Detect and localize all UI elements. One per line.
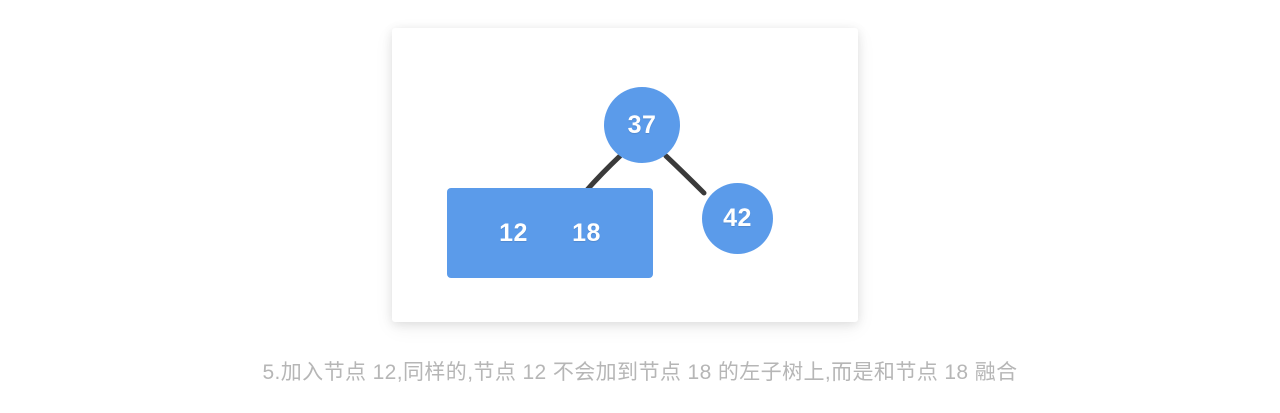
tree-node-42[interactable]: 42 <box>702 183 773 254</box>
tree-node-label-18: 18 <box>572 218 601 247</box>
figure-card: 12 18 37 42 <box>392 28 858 322</box>
tree-edges-canvas <box>583 153 707 196</box>
edge-37-to-12-18 <box>583 153 623 194</box>
tree-node-37[interactable]: 37 <box>604 87 680 163</box>
figure-caption: 5.加入节点 12,同样的,节点 12 不会加到节点 18 的左子树上,而是和节… <box>262 361 1018 384</box>
tree-node-label-12: 12 <box>499 218 528 247</box>
edge-37-to-42 <box>663 153 707 196</box>
tree-node-label-37: 37 <box>627 110 657 139</box>
tree-node-label-42: 42 <box>723 204 752 232</box>
tree-node-merged-12-18[interactable]: 12 18 <box>447 188 653 278</box>
